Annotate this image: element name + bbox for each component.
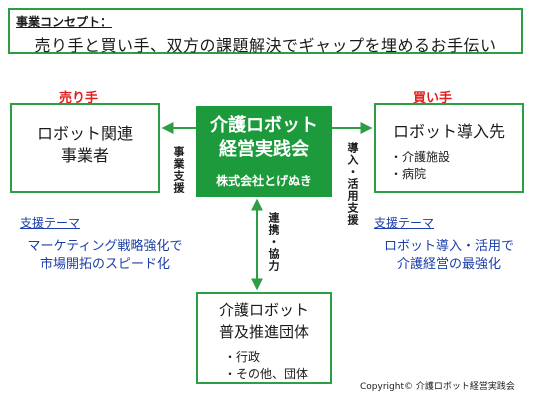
seller-title-line2: 事業者 (60, 146, 109, 165)
org-title-line2: 普及推進団体 (218, 323, 309, 341)
org-title: 介護ロボット 普及推進団体 (198, 299, 330, 343)
org-title-line1: 介護ロボット (218, 301, 309, 319)
hub-subtitle: 株式会社とげぬき (216, 174, 312, 188)
hub-title: 介護ロボット 経営実践会 (196, 114, 332, 162)
seller-box: ロボット関連 事業者 (10, 103, 160, 193)
hub-box: 介護ロボット 経営実践会 株式会社とげぬき (196, 106, 332, 197)
seller-theme-line1: マーケティング戦略強化で (27, 239, 183, 254)
concept-box: 事業コンセプト： 売り手と買い手、双方の課題解決でギャップを埋めるお手伝い (8, 8, 523, 55)
org-box: 介護ロボット 普及推進団体 ・行政 ・その他、団体 (196, 292, 332, 384)
buyer-box: ロボット導入先 ・介護施設 ・病院 (374, 103, 524, 193)
buyer-theme-label: 支援テーマ (374, 216, 435, 230)
buyer-theme-line1: ロボット導入・活用で (383, 239, 514, 254)
concept-label: 事業コンセプト： (16, 15, 113, 29)
buyer-bullet-item: ・介護施設 (390, 150, 451, 164)
buyer-bullets: ・介護施設 ・病院 (390, 149, 450, 183)
seller-title: ロボット関連 事業者 (12, 123, 158, 167)
seller-role-label: 売り手 (59, 91, 99, 106)
org-bullet-item: ・その他、団体 (224, 367, 309, 381)
arrow-label-adoption-support: 導入・活用支援 (346, 142, 359, 226)
buyer-bullet-item: ・病院 (390, 167, 427, 181)
copyright-text: Copyright© 介護ロボット経営実践会 (360, 382, 515, 392)
buyer-theme-text: ロボット導入・活用で 介護経営の最強化 (374, 238, 524, 274)
org-bullets: ・行政 ・その他、団体 (224, 349, 308, 383)
hub-title-line2: 経営実践会 (219, 139, 309, 160)
buyer-title: ロボット導入先 (392, 122, 505, 141)
org-bullet-item: ・行政 (224, 350, 261, 364)
hub-title-line1: 介護ロボット (210, 115, 318, 136)
seller-theme-label: 支援テーマ (20, 216, 81, 230)
buyer-theme-line2: 介護経営の最強化 (396, 257, 501, 272)
buyer-role-label: 買い手 (413, 91, 453, 106)
arrow-label-cooperation: 連携・協力 (267, 212, 280, 272)
arrow-label-business-support: 事業支援 (172, 146, 185, 194)
seller-theme-line2: 市場開拓のスピード化 (39, 257, 170, 272)
seller-title-line1: ロボット関連 (36, 124, 133, 143)
concept-text: 売り手と買い手、双方の課題解決でギャップを埋めるお手伝い (34, 36, 497, 55)
seller-theme-text: マーケティング戦略強化で 市場開拓のスピード化 (20, 238, 190, 274)
